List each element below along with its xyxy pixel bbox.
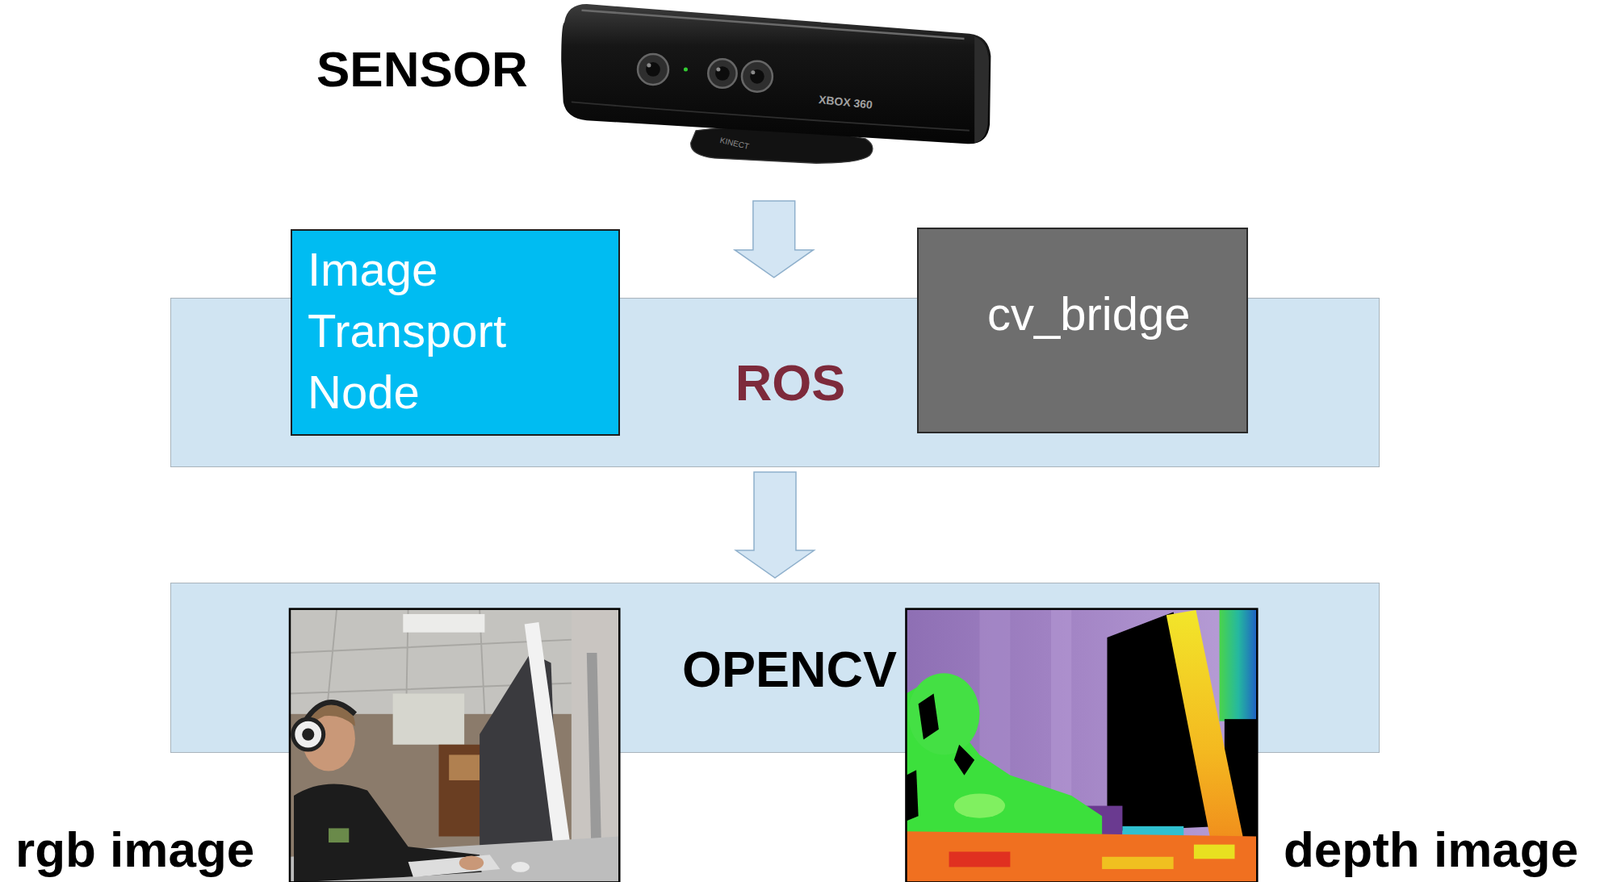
flow-arrow (736, 472, 815, 579)
kinect-sensor-part (637, 54, 669, 85)
kinect-sensor-part (683, 67, 688, 72)
opencv-band: OPENCV (170, 582, 1380, 754)
depth-photo-part (1193, 845, 1236, 860)
image-caption: depth image (1283, 825, 1579, 876)
depth-photo-part (954, 745, 975, 776)
rgb-photo-part (393, 694, 465, 746)
kinect-sensor-part (571, 101, 970, 130)
rgb-photo-part (301, 728, 315, 742)
depth-photo-part (905, 770, 918, 821)
kinect-sensor-part (715, 66, 730, 81)
depth-photo-part (1101, 857, 1173, 870)
flow-arrow (734, 201, 813, 278)
rgb-photo-frame (289, 609, 620, 882)
depth-photo-frame (905, 609, 1257, 882)
kinect-sensor-part (974, 37, 989, 143)
depth-photo-part (1051, 609, 1072, 814)
depth-photo-part (1219, 609, 1258, 722)
rgb-photo-part (448, 754, 480, 781)
kinect-sensor-part (646, 62, 651, 68)
band-title: OPENCV (682, 641, 897, 698)
process-box: Image Transport Node (290, 229, 620, 436)
kinect-sensor-part (716, 67, 721, 72)
depth-photo-part (918, 694, 939, 741)
depth-photo (905, 609, 1257, 882)
kinect-sensor-part (741, 61, 773, 93)
rgb-photo-part (328, 828, 349, 843)
kinect-sensor-part (707, 58, 737, 88)
band-title: ROS (735, 355, 847, 411)
rgb-photo-part (408, 854, 501, 878)
kinect-sensor-part (581, 10, 964, 39)
depth-photo-part (949, 851, 1011, 868)
sensor-label: SENSOR (316, 44, 528, 95)
kinect-sensor (561, 4, 991, 164)
ros-band: ROSImage Transport Nodecv_bridge (170, 297, 1380, 468)
rgb-photo-part (524, 622, 574, 874)
rgb-photo-part (293, 719, 324, 750)
rgb-photo-part (510, 862, 530, 873)
rgb-photo (289, 609, 620, 882)
depth-photo-part (908, 673, 980, 755)
kinect-sensor-part (749, 69, 765, 84)
process-box: cv_bridge (917, 227, 1249, 434)
rgb-photo-part (289, 609, 620, 882)
box-text: Image Transport Node (307, 238, 604, 424)
rgb-photo-part (459, 856, 484, 872)
depth-photo-part (954, 793, 1006, 818)
kinect-sensor-part (561, 4, 991, 144)
depth-photo-part (1166, 610, 1244, 850)
image-caption: rgb image (15, 825, 255, 876)
depth-photo-part (905, 609, 1257, 882)
kinect-sensor-part (645, 62, 661, 77)
kinect-sensor-part (750, 70, 755, 75)
box-text: cv_bridge (987, 283, 1231, 345)
rgb-photo-part (402, 614, 485, 633)
depth-photo-part (905, 831, 1257, 882)
